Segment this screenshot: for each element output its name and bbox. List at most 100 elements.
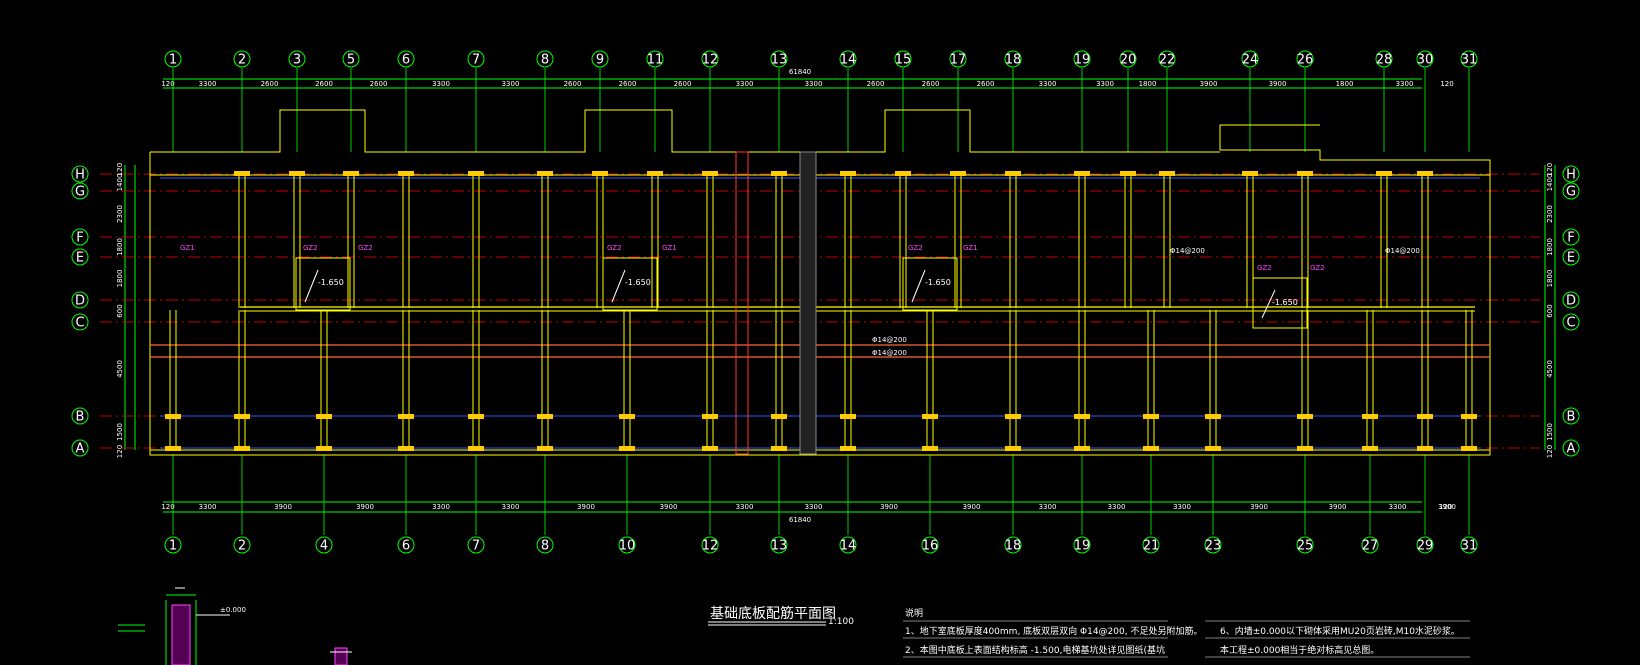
grid-bubble-left-D-label: D — [75, 294, 85, 309]
top-dimension-lines: 61840 — [163, 68, 1422, 89]
drawing-title: 基础底板配筋平面图 — [710, 605, 836, 622]
grid-bubble-left-C: C — [71, 313, 89, 331]
column-mid-23 — [1205, 414, 1221, 419]
pit-tag-8: GZ2 — [1257, 264, 1272, 272]
grid-bubble-right-B: B — [1562, 407, 1580, 425]
grid-bubble-top-22-label: 22 — [1159, 53, 1176, 68]
column-bottom-8 — [537, 446, 553, 451]
grid-bubble-bottom-8: 8 — [536, 536, 554, 554]
pit-tag-6: GZ2 — [908, 244, 923, 252]
grid-bubble-top-8: 8 — [536, 50, 554, 68]
column-bottom-4 — [316, 446, 332, 451]
top-dim-6: 3300 — [502, 80, 520, 88]
grid-bubble-bottom-25-label: 25 — [1297, 539, 1314, 554]
grid-bubble-bottom-4-label: 4 — [320, 539, 328, 554]
grid-bubble-top-30-label: 30 — [1417, 53, 1434, 68]
top-dim-15: 3300 — [1039, 80, 1057, 88]
grid-bubble-top-9-label: 9 — [596, 53, 604, 68]
grid-bubble-right-C-label: C — [1566, 316, 1575, 331]
note-right-2: 本工程±0.000相当于绝对标高见总图。 — [1220, 644, 1379, 656]
column-top-28 — [1376, 171, 1392, 176]
bottom-dim-2: 3900 — [274, 503, 292, 511]
left-dim-7: 1500 — [116, 423, 124, 441]
column-bottom-31 — [1461, 446, 1477, 451]
pit-elevation-4: -1.650 — [1272, 298, 1298, 307]
top-dim-0: 120 — [161, 80, 174, 88]
grid-bubble-right-E-label: E — [1567, 251, 1575, 266]
grid-bubble-top-19: 19 — [1073, 50, 1091, 68]
left-dim-2: 2300 — [116, 205, 124, 223]
grid-bubble-right-E: E — [1562, 248, 1580, 266]
column-mid-31 — [1461, 414, 1477, 419]
grid-bubble-right-G-label: G — [1566, 185, 1576, 200]
bottom-dim-11: 3900 — [963, 503, 981, 511]
pit-tag-4: GZ2 — [607, 244, 622, 252]
column-bottom-13 — [771, 446, 787, 451]
column-mid-21 — [1143, 414, 1159, 419]
grid-bubble-top-20: 20 — [1119, 50, 1137, 68]
drawing-title-block: 基础底板配筋平面图 1:100 — [708, 605, 854, 627]
grid-bubble-bottom-29-label: 29 — [1417, 539, 1434, 554]
bottom-dim-4: 3300 — [432, 503, 450, 511]
column-mid-16 — [922, 414, 938, 419]
grid-bubble-left-B-label: B — [76, 410, 85, 425]
bottom-dim-14: 3300 — [1173, 503, 1191, 511]
top-dim-19: 3900 — [1269, 80, 1287, 88]
grid-bubble-top-28: 28 — [1375, 50, 1393, 68]
grid-bubble-top-31-label: 31 — [1461, 53, 1478, 68]
column-bottom-6 — [398, 446, 414, 451]
right-dim-7: 1500 — [1546, 423, 1554, 441]
grid-bubble-bottom-2-label: 2 — [238, 539, 246, 554]
grid-bubble-right-A-label: A — [1567, 442, 1576, 457]
bottom-dim-12: 3300 — [1039, 503, 1057, 511]
top-dim-13: 2600 — [922, 80, 940, 88]
top-dim-3: 2600 — [315, 80, 333, 88]
column-top-13 — [771, 171, 787, 176]
notes-header: 说明 — [905, 607, 923, 619]
rebar-label-4: Φ14@200 — [1385, 247, 1420, 255]
left-dim-5: 600 — [116, 304, 124, 317]
grid-bubble-top-7-label: 7 — [472, 53, 480, 68]
note-right-1: 6、内墙±0.000以下砌体采用MU20页岩砖,M10水泥砂浆。 — [1220, 625, 1460, 637]
column-top-2 — [234, 171, 250, 176]
column-bottom-16 — [922, 446, 938, 451]
column-top-26 — [1297, 171, 1313, 176]
grid-bubble-bottom-13: 13 — [770, 536, 788, 554]
column-mid-12 — [702, 414, 718, 419]
grid-bubble-top-1: 1 — [164, 50, 182, 68]
grid-bubble-top-3: 3 — [288, 50, 306, 68]
grid-bubble-bottom-16: 16 — [921, 536, 939, 554]
column-top-19 — [1074, 171, 1090, 176]
column-mid-19 — [1074, 414, 1090, 419]
grid-bubble-top-17: 17 — [949, 50, 967, 68]
grid-bubble-left-A: A — [71, 439, 89, 457]
grid-bubble-top-19-label: 19 — [1074, 53, 1091, 68]
column-mid-1 — [165, 414, 181, 419]
top-dim-1: 3300 — [199, 80, 217, 88]
top-dim-7: 2600 — [564, 80, 582, 88]
grid-bubble-bottom-12-label: 12 — [702, 539, 719, 554]
grid-bubble-bottom-27-label: 27 — [1362, 539, 1379, 554]
grid-bubble-top-9: 9 — [591, 50, 609, 68]
grid-bubble-bottom-4: 4 — [315, 536, 333, 554]
grid-bubble-bottom-6: 6 — [397, 536, 415, 554]
grid-bubble-top-24: 24 — [1241, 50, 1259, 68]
column-mid-25 — [1297, 414, 1313, 419]
column-top-22 — [1159, 171, 1175, 176]
grid-bubble-top-11-label: 11 — [647, 53, 664, 68]
grid-bubble-bottom-21-label: 21 — [1143, 539, 1160, 554]
grid-bubble-bottom-13-label: 13 — [771, 539, 788, 554]
pit-elevation-3: -1.650 — [925, 278, 951, 287]
grid-bubble-left-D: D — [71, 291, 89, 309]
grid-bubble-right-D-label: D — [1566, 294, 1576, 309]
top-dim-16: 3300 — [1096, 80, 1114, 88]
pit-tag-2: GZ2 — [303, 244, 318, 252]
rebar-label-1: Φ14@200 — [872, 336, 907, 344]
bottom-dim-18: 3900 — [1438, 503, 1456, 511]
grid-bubble-bottom-19: 19 — [1073, 536, 1091, 554]
